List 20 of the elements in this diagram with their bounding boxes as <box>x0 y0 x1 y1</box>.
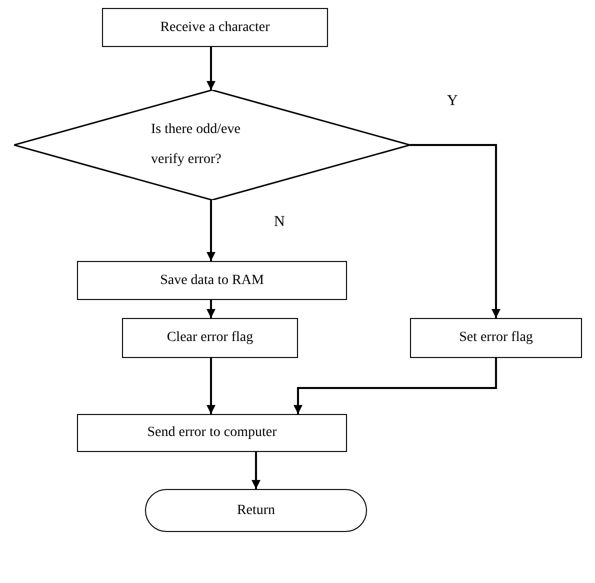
process-box <box>77 414 347 452</box>
node-text: Save data to RAM <box>160 272 264 290</box>
node-text: Is there odd/eve verify error? <box>151 121 242 169</box>
arrow <box>410 144 500 318</box>
arrow <box>252 452 260 489</box>
arrow <box>206 300 216 318</box>
arrow <box>294 358 497 414</box>
node-text: Set error flag <box>459 329 533 347</box>
node-text: Clear error flag <box>166 329 254 347</box>
decision-diamond <box>14 90 410 200</box>
node-text: Return <box>236 502 276 520</box>
node-text: Send error to computer <box>147 424 277 442</box>
arrow <box>206 47 216 90</box>
process-box <box>102 8 328 47</box>
arrow <box>206 200 216 261</box>
arrow <box>206 358 216 414</box>
node-text: Receive a character <box>160 18 270 36</box>
process-box <box>122 318 298 358</box>
process-box <box>410 318 582 358</box>
process-box <box>77 261 347 300</box>
